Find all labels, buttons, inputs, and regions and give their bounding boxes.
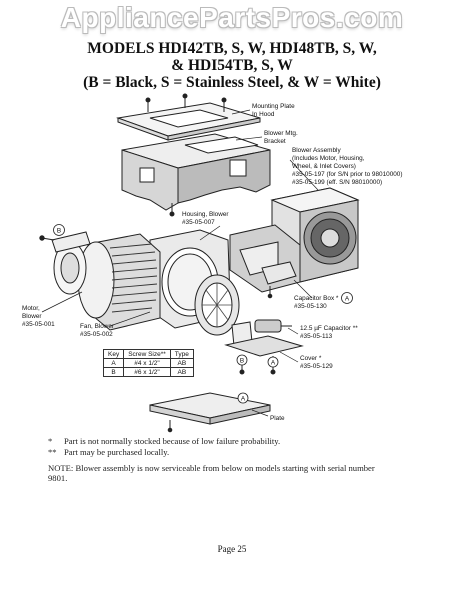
svg-text:#35-05-001: #35-05-001 (22, 321, 55, 328)
svg-text:Blower Mtg.: Blower Mtg. (264, 130, 298, 137)
callout-b-left: B (53, 224, 65, 236)
key-cell: B (102, 367, 125, 377)
screw-size-cell: #4 x 1/2" (123, 358, 171, 368)
capacitor-box-part (261, 261, 297, 299)
svg-text:Blower Assembly: Blower Assembly (292, 147, 341, 154)
svg-text:#35-05-113: #35-05-113 (300, 333, 333, 340)
models-title-line1: MODELS HDI42TB, S, W, HDI48TB, S, W, (87, 40, 377, 57)
svg-text:#35-05-197 (for S/N prior to 9: #35-05-197 (for S/N prior to 98010000) (292, 171, 402, 178)
svg-text:Motor,: Motor, (22, 305, 40, 312)
svg-text:A: A (241, 396, 246, 403)
footnote-note: NOTE: Blower assembly is now serviceable… (48, 463, 375, 473)
svg-text:Fan, Blower: Fan, Blower (80, 323, 115, 330)
color-key-title: (B = Black, S = Stainless Steel, & W = W… (83, 74, 381, 91)
blower-motor-part (77, 233, 161, 331)
svg-text:Housing, Blower: Housing, Blower (182, 211, 229, 218)
label-blower-assembly: Blower Assembly (Includes Motor, Housing… (292, 147, 402, 186)
label-capacitor: 12.5 µF Capacitor ** #35-05-113 (300, 325, 358, 340)
label-plate: Plate (270, 415, 285, 422)
svg-text:#35-05-129: #35-05-129 (300, 363, 333, 370)
footnote-note-serial: 9801. (48, 473, 68, 483)
key-cell: A (102, 358, 125, 368)
type-cell: AB (169, 358, 194, 368)
table-row: B #6 x 1/2" AB (102, 367, 194, 377)
label-capacitor-box: Capacitor Box * #35-05-130 (294, 295, 339, 310)
label-housing: Housing, Blower #35-05-007 (182, 211, 229, 226)
svg-text:A: A (345, 296, 350, 303)
label-fan: Fan, Blower #35-05-002 (80, 323, 115, 338)
callout-a-capbox: A (341, 292, 353, 304)
callout-a-cover: A (267, 356, 279, 368)
svg-text:Wheel, & Inlet Covers): Wheel, & Inlet Covers) (292, 163, 356, 170)
type-cell: AB (169, 367, 194, 377)
footnote-1: Part is not normally stocked because of … (64, 436, 281, 446)
footnote-star1: * (48, 436, 53, 446)
svg-text:#35-05-002: #35-05-002 (80, 331, 113, 338)
callout-a-plate: A (237, 392, 249, 404)
svg-text:In Hood: In Hood (252, 111, 275, 118)
svg-text:#35-05-130: #35-05-130 (294, 303, 327, 310)
footnote-2: Part may be purchased locally. (64, 447, 170, 457)
inlet-cover-part (51, 231, 91, 295)
mounting-plate-part (116, 93, 261, 141)
label-blower-bracket: Blower Mtg. Bracket (264, 130, 298, 145)
screw-key-table: Key Screw Size** Type A #4 x 1/2" AB B #… (102, 349, 194, 377)
table-row: A #4 x 1/2" AB (102, 358, 194, 368)
svg-text:A: A (271, 360, 276, 367)
svg-text:#35-05-199 (eff. S/N 98010000): #35-05-199 (eff. S/N 98010000) (292, 179, 382, 186)
bottom-plate-part (149, 392, 271, 433)
callout-b-cover: B (236, 354, 248, 366)
screw-size-header: Screw Size** (123, 349, 171, 359)
svg-text:12.5 µF Capacitor **: 12.5 µF Capacitor ** (300, 325, 358, 332)
label-motor: Motor, Blower #35-05-001 (22, 305, 55, 328)
svg-text:Capacitor Box *: Capacitor Box * (294, 295, 339, 302)
svg-text:Cover *: Cover * (300, 355, 322, 362)
models-title-line2: & HDI54TB, S, W (171, 57, 293, 74)
blower-bracket-part (121, 133, 271, 217)
fan-blower-part (194, 274, 240, 336)
svg-text:(Includes Motor, Housing,: (Includes Motor, Housing, (292, 155, 365, 162)
svg-text:B: B (240, 358, 244, 365)
svg-text:Blower: Blower (22, 313, 42, 320)
label-mounting-plate: Mounting Plate In Hood (252, 103, 295, 118)
page-number: Page 25 (217, 544, 247, 554)
svg-text:Bracket: Bracket (264, 138, 286, 145)
type-header: Type (169, 349, 194, 359)
svg-text:Mounting Plate: Mounting Plate (252, 103, 295, 110)
watermark: AppliancePartsPros.com (60, 2, 404, 33)
key-header: Key (102, 349, 125, 359)
label-cover: Cover * #35-05-129 (300, 355, 333, 370)
svg-text:B: B (57, 228, 61, 235)
svg-text:#35-05-007: #35-05-007 (182, 219, 215, 226)
footnote-star2: ** (48, 447, 57, 457)
screw-size-cell: #6 x 1/2" (123, 367, 171, 377)
